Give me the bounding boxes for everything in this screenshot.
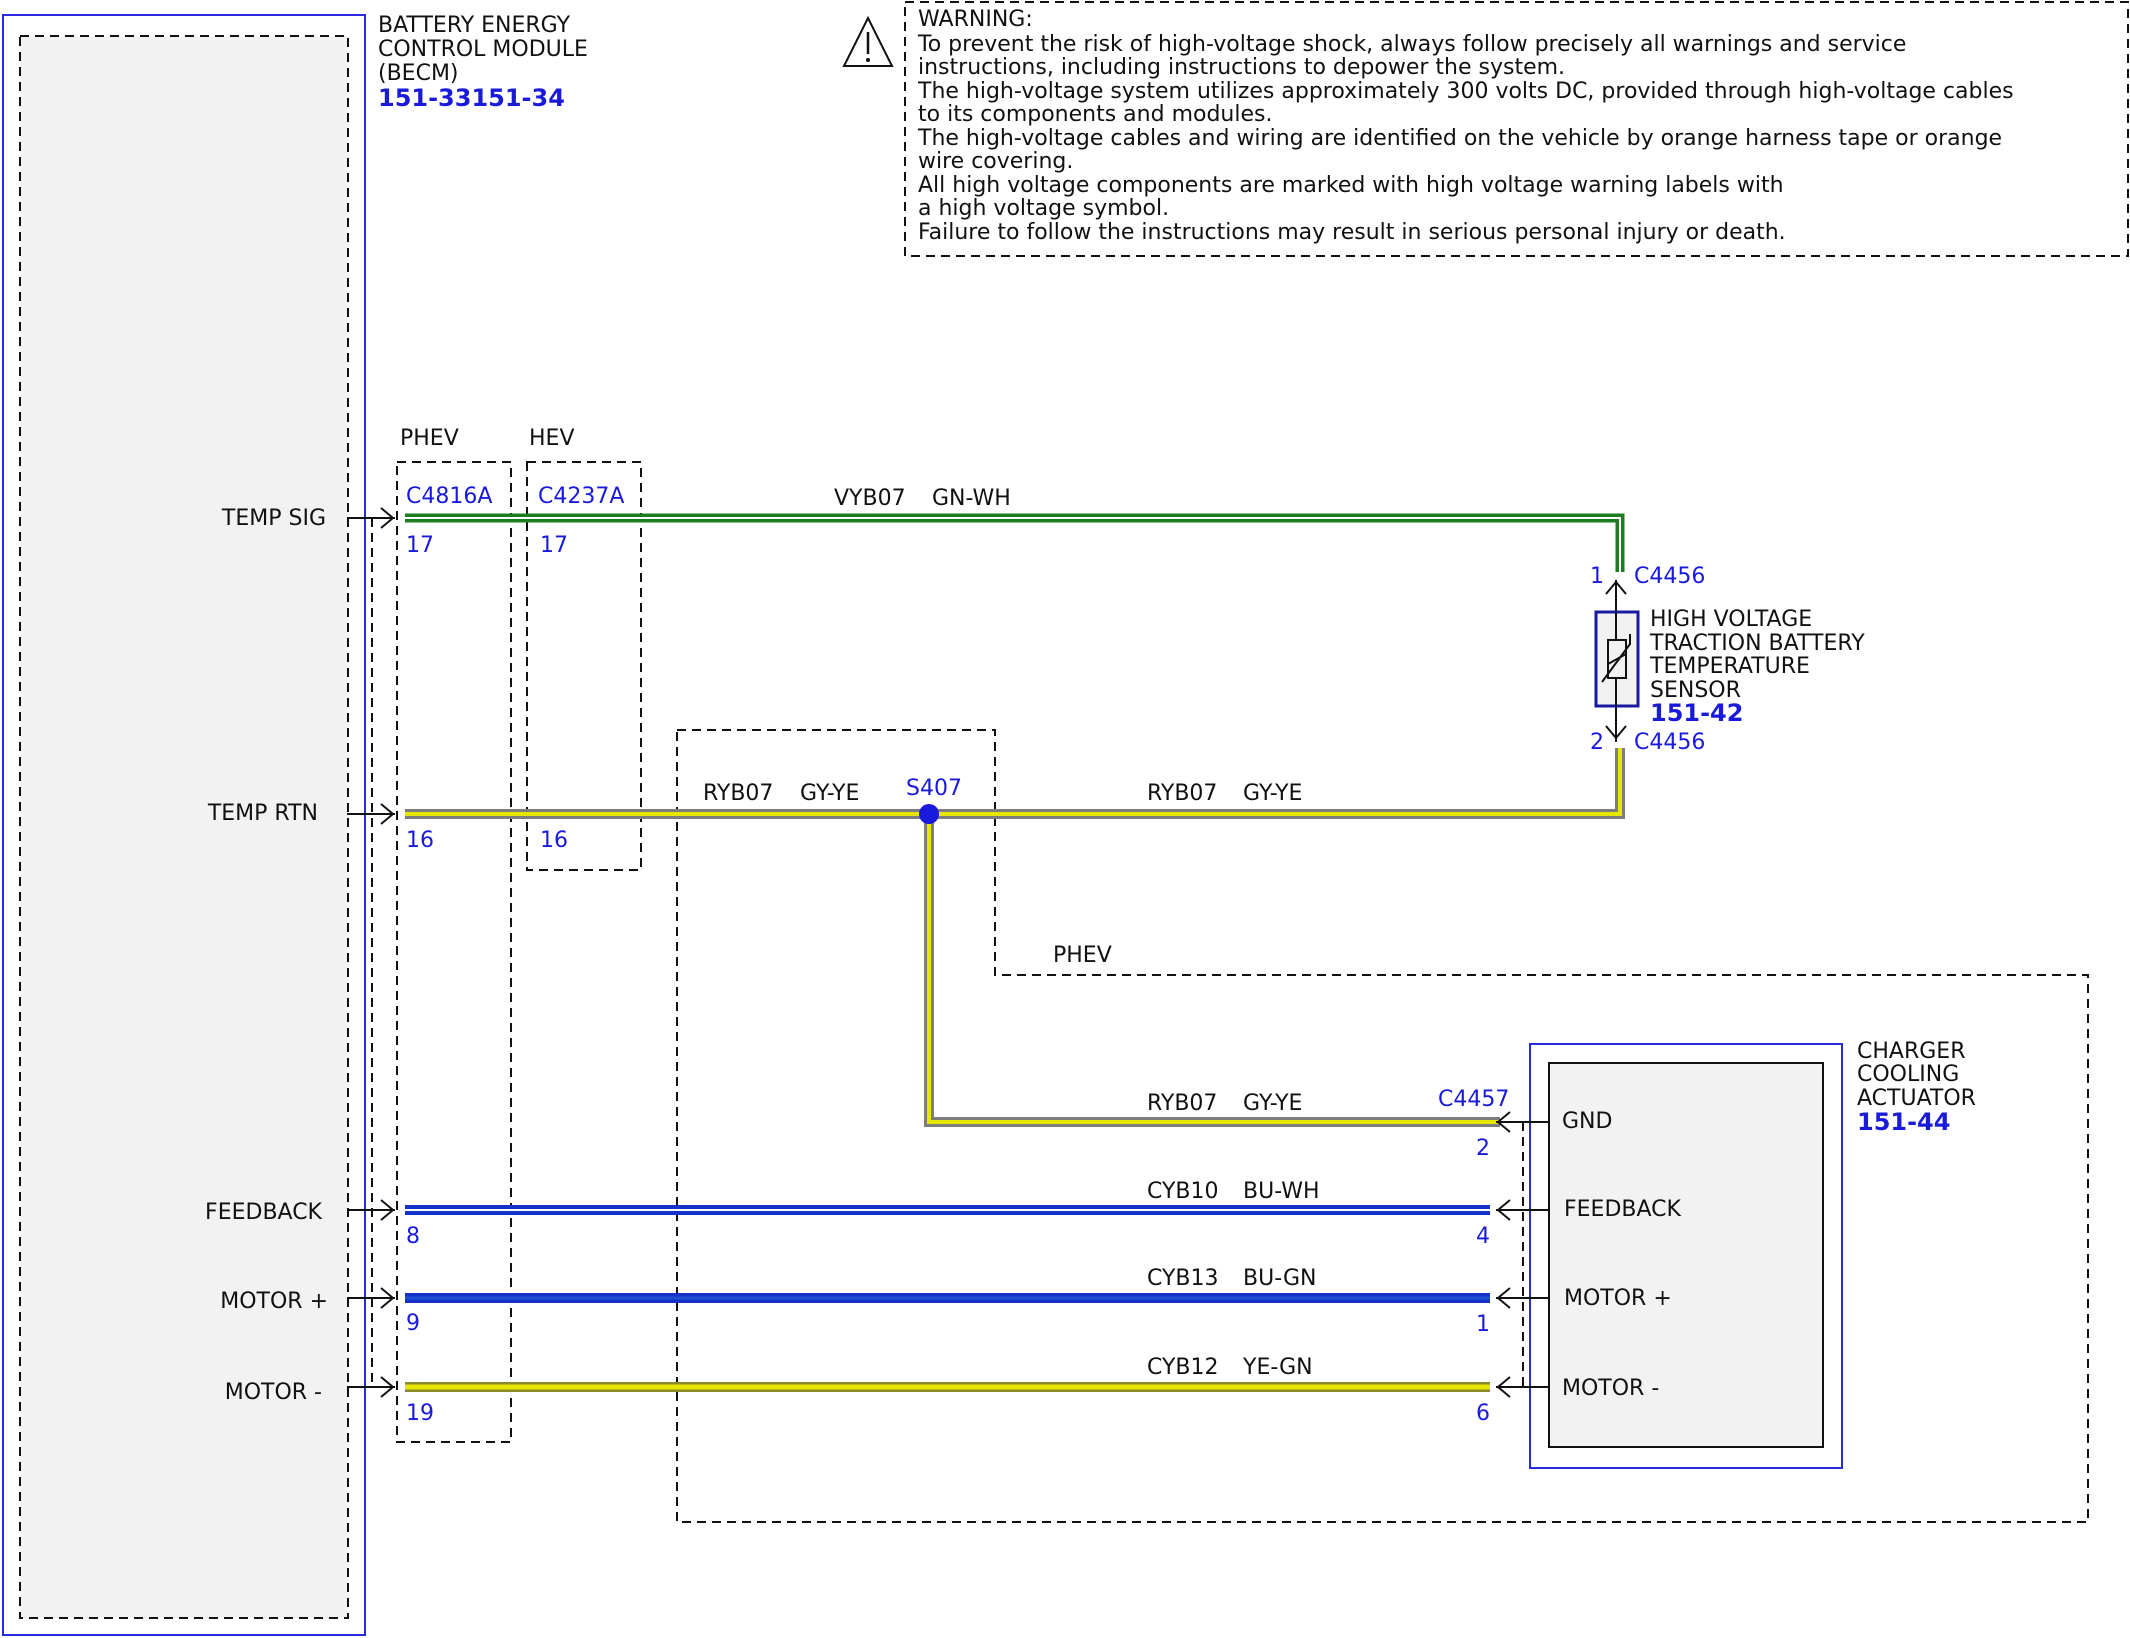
sensor-ref: 151-42 <box>1650 699 1743 727</box>
splice-s407 <box>919 804 939 824</box>
sensor-name-line: SENSOR <box>1650 678 1741 703</box>
sensor-name-line: TEMPERATURE <box>1649 654 1810 679</box>
temperature-sensor: 1 C4456 2 C4456 HIGH VOLTAGE TRACTION BA… <box>1590 564 1865 755</box>
becm-pin-motor-minus: MOTOR - <box>225 1380 322 1405</box>
hev-label: HEV <box>529 426 575 451</box>
phev-circuit-box <box>676 729 2089 1523</box>
splice-label: S407 <box>906 776 962 801</box>
warning-line: a high voltage symbol. <box>918 196 1169 221</box>
pin-number: 8 <box>406 1224 420 1249</box>
becm-pin-motor-plus: MOTOR + <box>220 1289 328 1314</box>
actuator-name-line: ACTUATOR <box>1857 1086 1976 1111</box>
becm-name-line: (BECM) <box>378 61 459 86</box>
wire-circuit-label: RYB07 <box>1147 781 1217 806</box>
wire-temp-sig <box>405 513 1625 572</box>
warning-title: WARNING: <box>918 7 1033 32</box>
becm-body <box>19 35 349 1619</box>
warning-line: wire covering. <box>918 149 1073 174</box>
pin-number: 17 <box>406 533 434 558</box>
warning-line: Failure to follow the instructions may r… <box>918 220 1786 245</box>
sensor-pin-top: 1 <box>1590 564 1604 589</box>
charger-cooling-actuator: CHARGER COOLING ACTUATOR 151-44 GND FEED… <box>1438 1039 1976 1469</box>
connector-c4457: C4457 <box>1438 1087 1509 1112</box>
wire-color-label: GN-WH <box>932 486 1011 511</box>
wire-circuit-label: RYB07 <box>703 781 773 806</box>
pin-number: 4 <box>1476 1224 1490 1249</box>
warning-triangle-icon <box>842 15 894 67</box>
pin-number: 17 <box>540 533 568 558</box>
wire-circuit-label: CYB13 <box>1147 1266 1219 1291</box>
wire-temp-rtn <box>405 748 1625 1127</box>
becm-pin-arrows <box>347 507 395 1398</box>
actuator-pin-gnd: GND <box>1562 1109 1612 1134</box>
sensor-name-line: HIGH VOLTAGE <box>1650 607 1812 632</box>
sensor-connector-top: C4456 <box>1634 564 1705 589</box>
warning-line: instructions, including instructions to … <box>918 55 1565 80</box>
wire-circuit-label: RYB07 <box>1147 1091 1217 1116</box>
connector-c4237a: C4237A <box>538 484 624 509</box>
pin-number: 19 <box>406 1401 434 1426</box>
becm-ref: 151-33151-34 <box>378 84 565 112</box>
phev-circuit-label: PHEV <box>1053 943 1112 968</box>
wire-color-label: GY-YE <box>1243 1091 1302 1116</box>
wire-color-label: GY-YE <box>1243 781 1302 806</box>
wire-circuit-label: VYB07 <box>834 486 906 511</box>
pin-number: 1 <box>1476 1312 1490 1337</box>
warning-box-outline <box>904 1 2129 257</box>
wire-color-label: BU-WH <box>1243 1179 1320 1204</box>
wire-color-label: BU-GN <box>1243 1266 1316 1291</box>
pin-number: 2 <box>1476 1136 1490 1161</box>
warning-box: WARNING: To prevent the risk of high-vol… <box>842 1 2129 257</box>
sensor-connector-bottom: C4456 <box>1634 730 1705 755</box>
wire-circuit-label: CYB12 <box>1147 1355 1219 1380</box>
actuator-body <box>1548 1062 1824 1448</box>
becm-module: BATTERY ENERGY CONTROL MODULE (BECM) 151… <box>2 13 588 1636</box>
becm-pin-temp-rtn: TEMP RTN <box>207 801 318 826</box>
actuator-pin-motor-plus: MOTOR + <box>1564 1286 1672 1311</box>
connector-labels: C4816A C4237A 17 17 16 16 8 9 19 <box>406 484 624 1426</box>
hev-connector-box <box>526 461 642 871</box>
becm-name-line: CONTROL MODULE <box>378 37 588 62</box>
wire-color-label: GY-YE <box>800 781 859 806</box>
warning-line: All high voltage components are marked w… <box>918 173 1784 198</box>
actuator-pin-motor-minus: MOTOR - <box>1562 1376 1659 1401</box>
warning-line: The high-voltage system utilizes approxi… <box>917 79 2014 104</box>
sensor-pin-bottom: 2 <box>1590 730 1604 755</box>
actuator-pin-feedback: FEEDBACK <box>1564 1197 1682 1222</box>
pin-number: 16 <box>406 828 434 853</box>
warning-line: to its components and modules. <box>918 102 1272 127</box>
actuator-name-line: COOLING <box>1857 1062 1959 1087</box>
actuator-name-line: CHARGER <box>1857 1039 1965 1064</box>
becm-pin-temp-sig: TEMP SIG <box>221 506 326 531</box>
variant-boxes: PHEV HEV PHEV <box>396 426 2089 1523</box>
actuator-pin-arrows <box>1496 1111 1549 1398</box>
phev-connector-box <box>396 461 512 1443</box>
thermistor-icon <box>1601 612 1631 706</box>
warning-line: To prevent the risk of high-voltage shoc… <box>917 32 1906 57</box>
wire-color-label: YE-GN <box>1242 1355 1313 1380</box>
pin-number: 9 <box>406 1311 420 1336</box>
pin-number: 6 <box>1476 1401 1490 1426</box>
sensor-pin-arrows <box>1605 580 1627 742</box>
phev-label: PHEV <box>400 426 459 451</box>
actuator-ref: 151-44 <box>1857 1108 1950 1136</box>
becm-name-line: BATTERY ENERGY <box>378 13 571 38</box>
warning-line: The high-voltage cables and wiring are i… <box>917 126 2002 151</box>
becm-pin-feedback: FEEDBACK <box>205 1200 323 1225</box>
sensor-name-line: TRACTION BATTERY <box>1649 631 1865 656</box>
wire-circuit-label: CYB10 <box>1147 1179 1219 1204</box>
connector-c4816a: C4816A <box>406 484 492 509</box>
pin-number: 16 <box>540 828 568 853</box>
